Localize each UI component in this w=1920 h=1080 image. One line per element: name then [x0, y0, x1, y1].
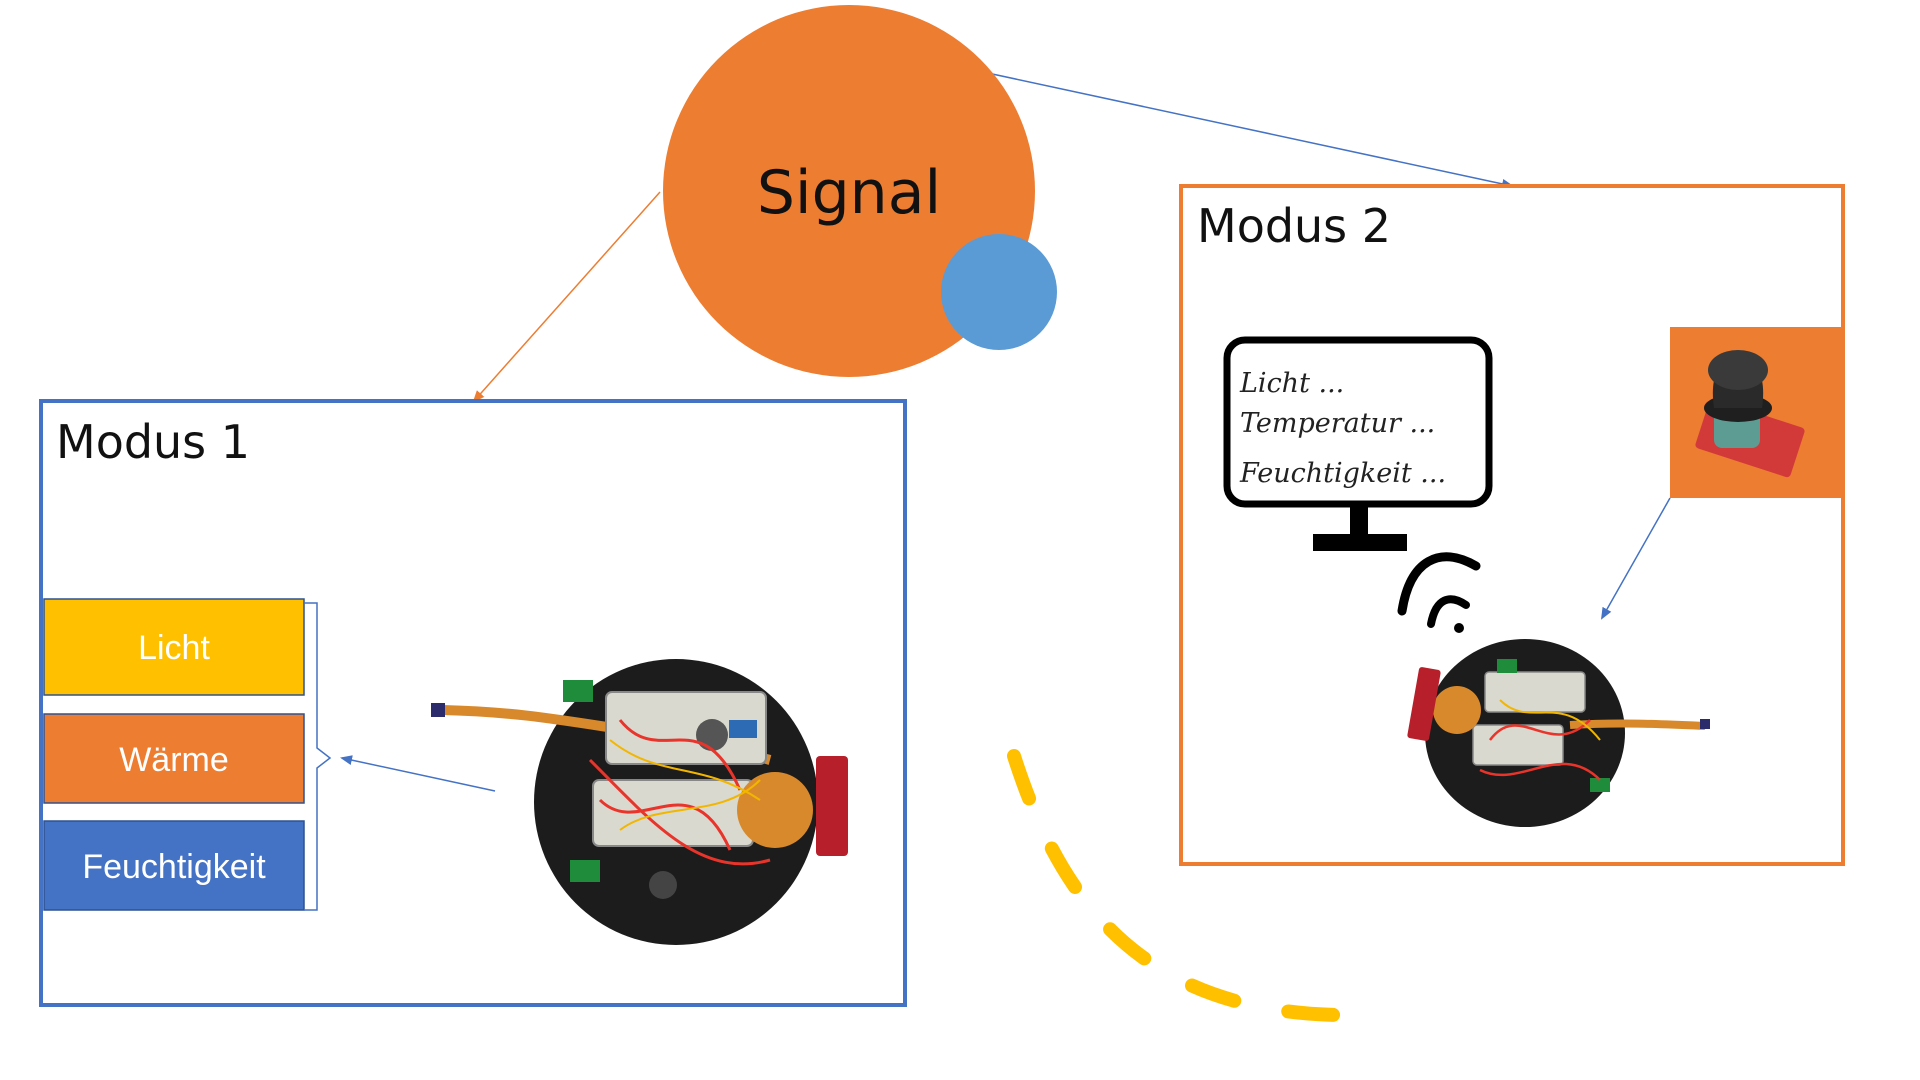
mode1-panel: Modus 1 Licht Wärme Feuchtigkeit	[39, 399, 907, 1007]
sensor-humidity-box	[43, 820, 305, 911]
monitor-line-humidity: Feuchtigkeit ...	[1239, 458, 1446, 489]
sensor-light-box	[43, 598, 305, 696]
mode1-title: Modus 1	[56, 415, 250, 469]
mode2-title: Modus 2	[1197, 199, 1391, 253]
signal-node: Signal	[663, 5, 1057, 377]
dashed-arc	[1007, 749, 1343, 1022]
mode2-panel: Modus 2 Licht ... Temperatur ... Feuchti…	[1179, 184, 1845, 866]
sensor-heat-label: Wärme	[119, 741, 229, 779]
signal-label: Signal	[757, 158, 941, 228]
joystick-icon	[1670, 327, 1841, 498]
arrow-signal-to-mode1	[472, 191, 661, 403]
sensor-bracket	[304, 602, 332, 911]
monitor-line-light: Licht ...	[1239, 368, 1344, 399]
sensor-light-label: Licht	[138, 629, 210, 667]
arrow-joystick-to-robot	[1601, 497, 1671, 620]
wifi-icon	[1397, 552, 1481, 633]
monitor-icon: Licht ... Temperatur ... Feuchtigkeit ..…	[1223, 336, 1493, 551]
robot-photo-mode2	[1407, 639, 1710, 827]
robot-photo	[431, 659, 848, 945]
sensor-heat-box	[43, 713, 305, 804]
monitor-line-temperature: Temperatur ...	[1240, 408, 1435, 439]
signal-dot	[941, 234, 1057, 350]
arrow-signal-to-mode2	[982, 71, 1514, 189]
arrow-robot-to-sensors	[340, 755, 496, 792]
sensor-humidity-label: Feuchtigkeit	[82, 848, 266, 886]
